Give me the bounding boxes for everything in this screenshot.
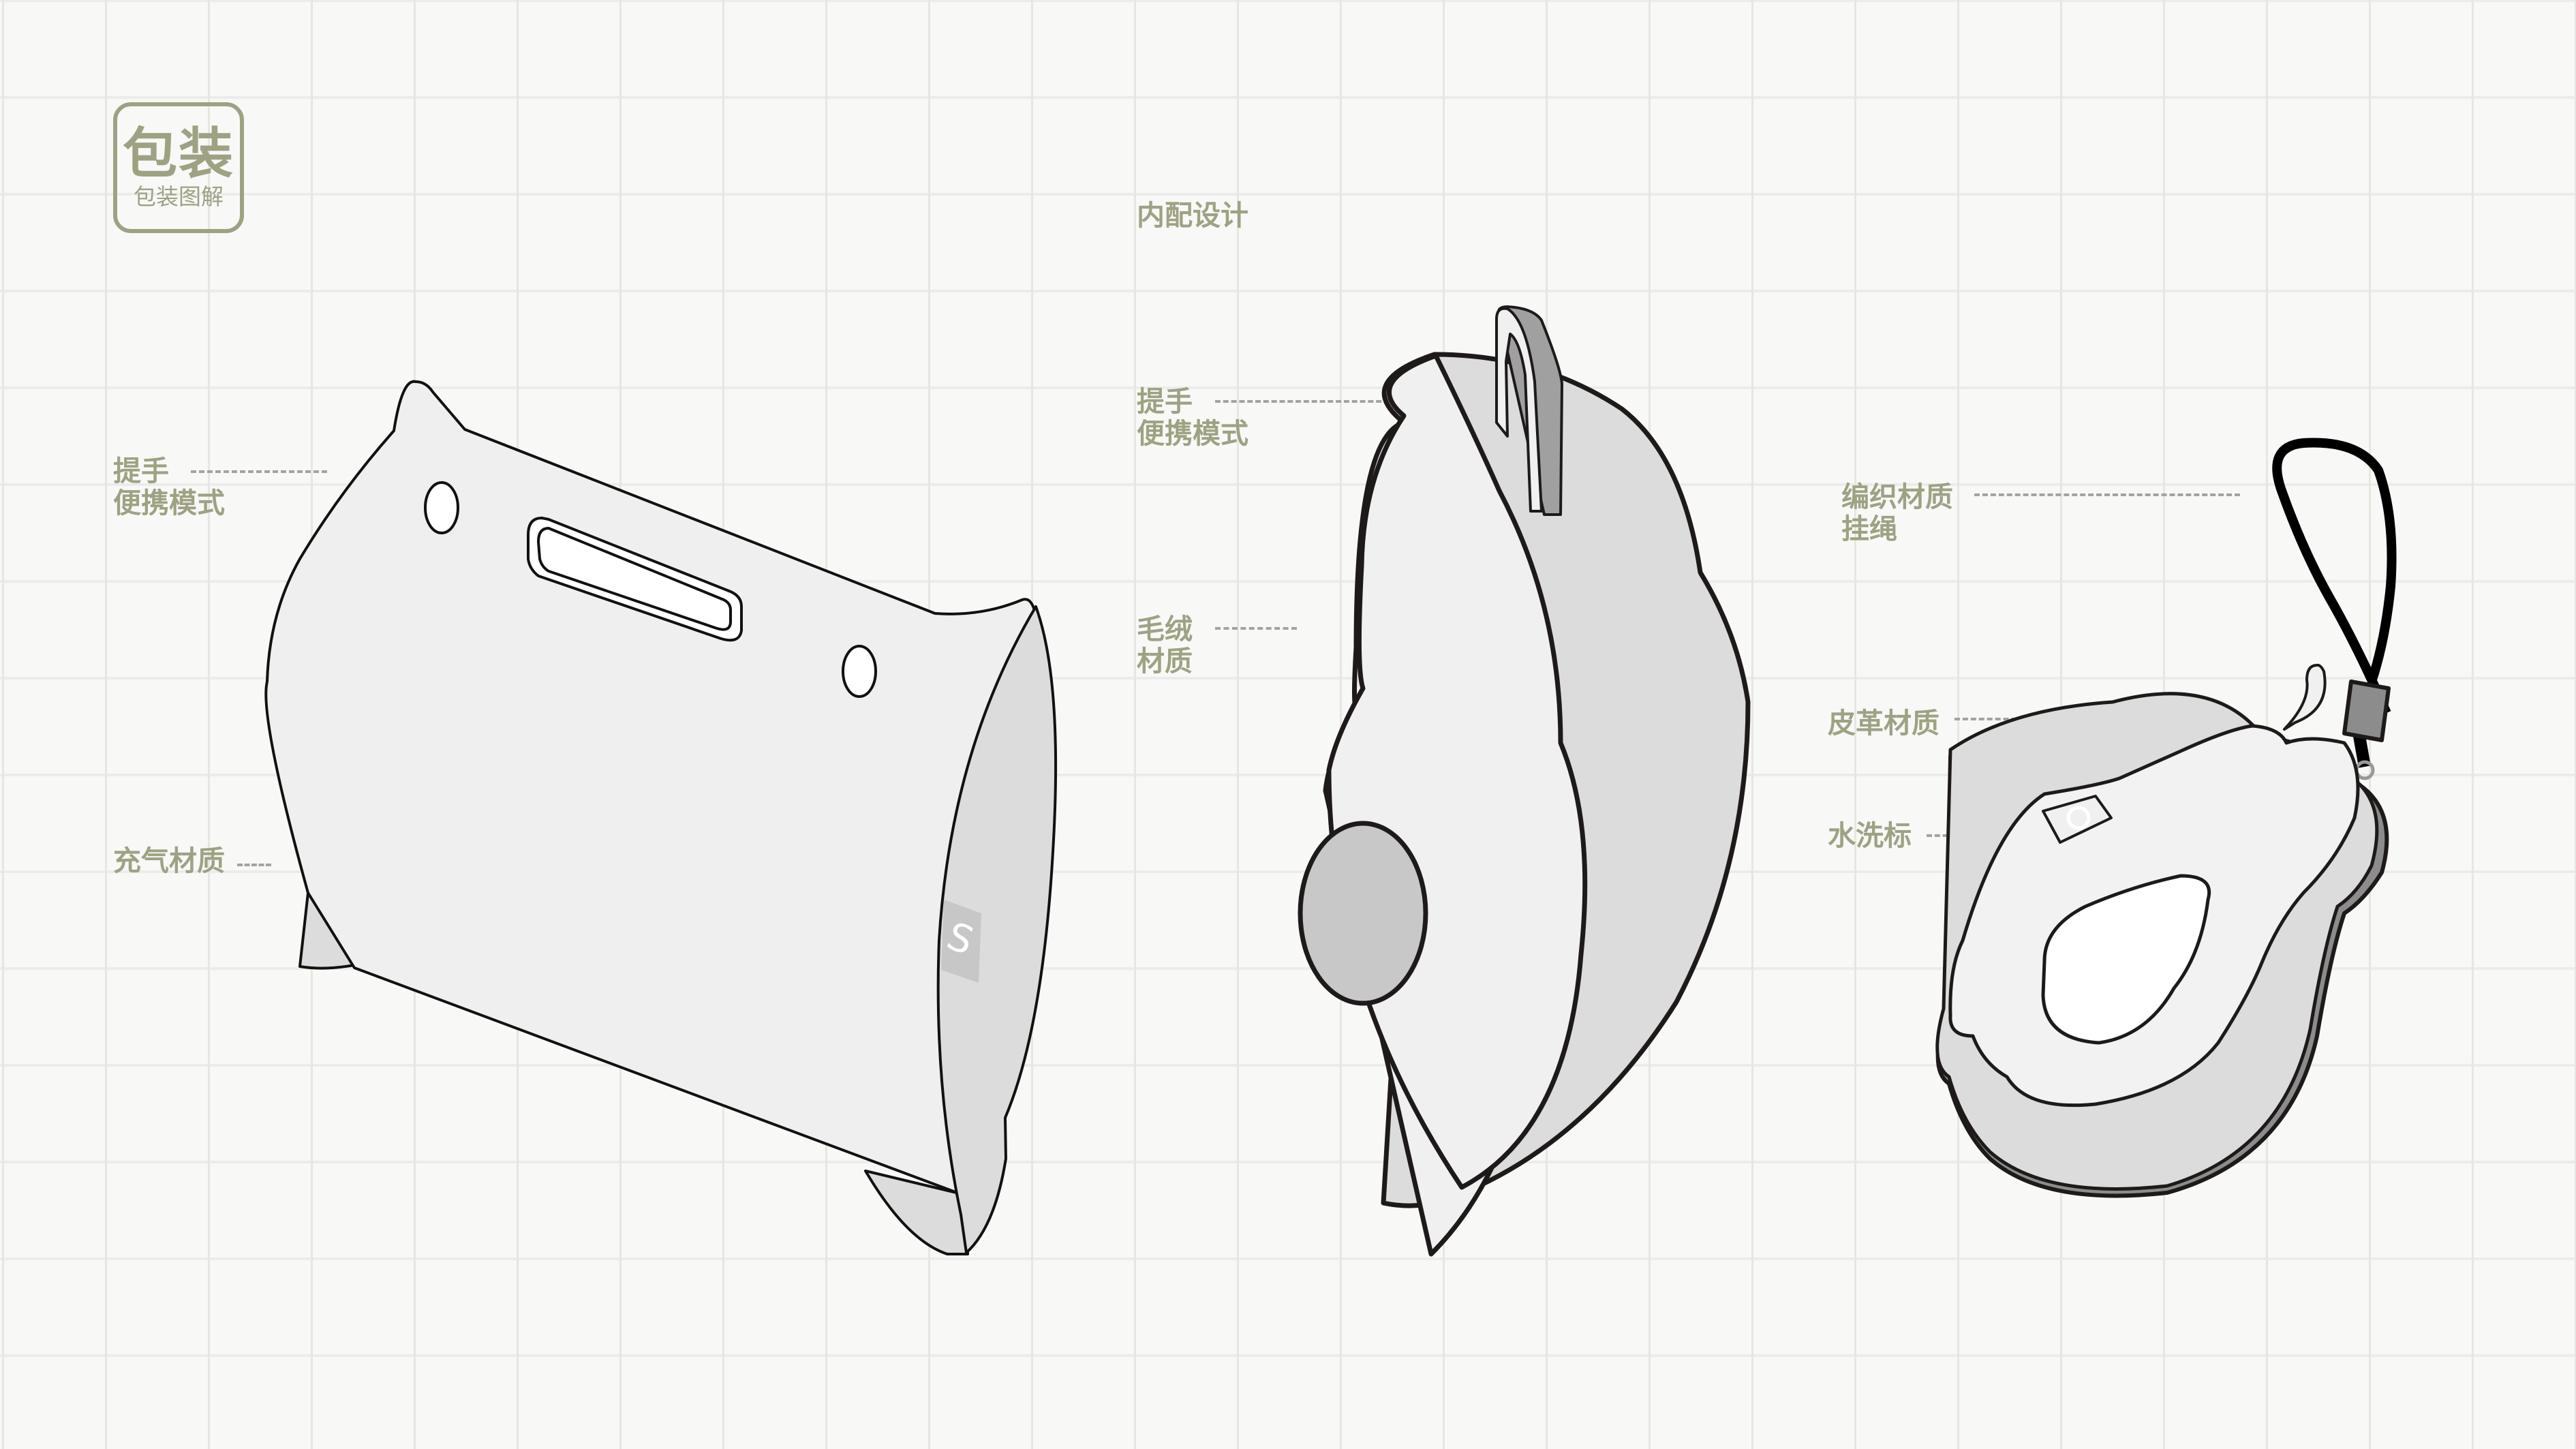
label-line: 水洗标 [1828, 819, 1912, 852]
pear-label-leather: 皮革材质 [1828, 707, 1939, 739]
label-line: 便携模式 [113, 487, 225, 519]
recycle-icon [2066, 806, 2091, 830]
leader-line [1974, 493, 2240, 496]
section-title-inner-design: 内配设计 [1137, 199, 1248, 232]
label-line: 提手 [113, 455, 169, 487]
leader-line [237, 864, 271, 866]
label-line: 充气材质 [113, 844, 225, 877]
pear-label-wash: 水洗标 [1828, 820, 1912, 852]
pillow-label-inflatable: 充气材质 [113, 845, 225, 877]
plush-label-material: 毛绒 材质 [1137, 613, 1193, 677]
section-badge: 包装 包装图解 [113, 102, 244, 233]
badge-title: 包装 [123, 122, 234, 185]
leader-line [191, 470, 327, 473]
label-line: 毛绒 [1137, 613, 1193, 645]
leader-line [1215, 400, 1430, 403]
label-line: 皮革材质 [1828, 707, 1939, 739]
label-line: 便携模式 [1137, 417, 1248, 450]
plush-toy-illustration [1298, 305, 1751, 1257]
pillow-label-handle: 提手 便携模式 [113, 455, 225, 519]
badge-subtitle: 包装图解 [134, 183, 224, 210]
pillow-box-illustration: S [264, 380, 1058, 1255]
label-line: 材质 [1137, 645, 1193, 677]
recycle-icon: S [941, 900, 981, 983]
leader-line [1215, 627, 1297, 630]
pear-label-strap: 编织材质 挂绳 [1841, 481, 1953, 545]
wash-label [2042, 795, 2113, 844]
pear-pouch-illustration [1935, 438, 2397, 1198]
label-line: 提手 [1137, 385, 1193, 418]
plush-label-handle: 提手 便携模式 [1137, 386, 1248, 450]
label-line: 挂绳 [1841, 513, 1897, 545]
label-line: 编织材质 [1841, 481, 1953, 513]
